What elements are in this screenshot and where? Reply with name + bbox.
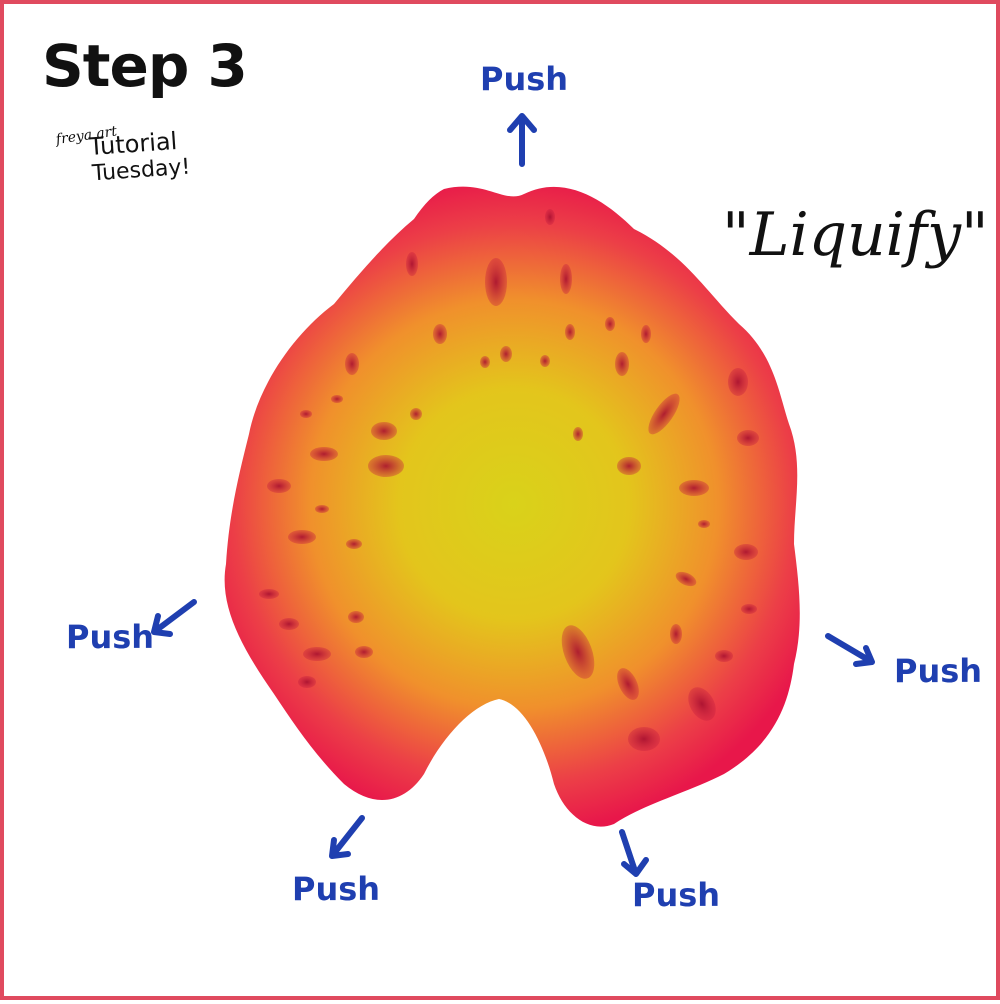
- step-title: Step 3: [42, 32, 248, 100]
- arrow-up-icon: [507, 113, 537, 167]
- petal-spots: [259, 209, 759, 751]
- push-label-bottom-left: Push: [292, 870, 381, 908]
- push-label-top: Push: [480, 60, 569, 98]
- technique-label: "Liquify": [722, 200, 989, 270]
- push-label-left: Push: [66, 618, 155, 656]
- push-label-bottom-right: Push: [632, 876, 721, 914]
- arrow-down-right-icon: [825, 633, 875, 667]
- arrow-down-right-small-icon: [619, 829, 649, 877]
- petal-illustration: [224, 186, 800, 827]
- petal-shape: [224, 186, 800, 827]
- arrow-up-left-icon: [151, 599, 197, 637]
- arrow-down-left-icon: [329, 815, 365, 859]
- push-label-right: Push: [894, 652, 983, 690]
